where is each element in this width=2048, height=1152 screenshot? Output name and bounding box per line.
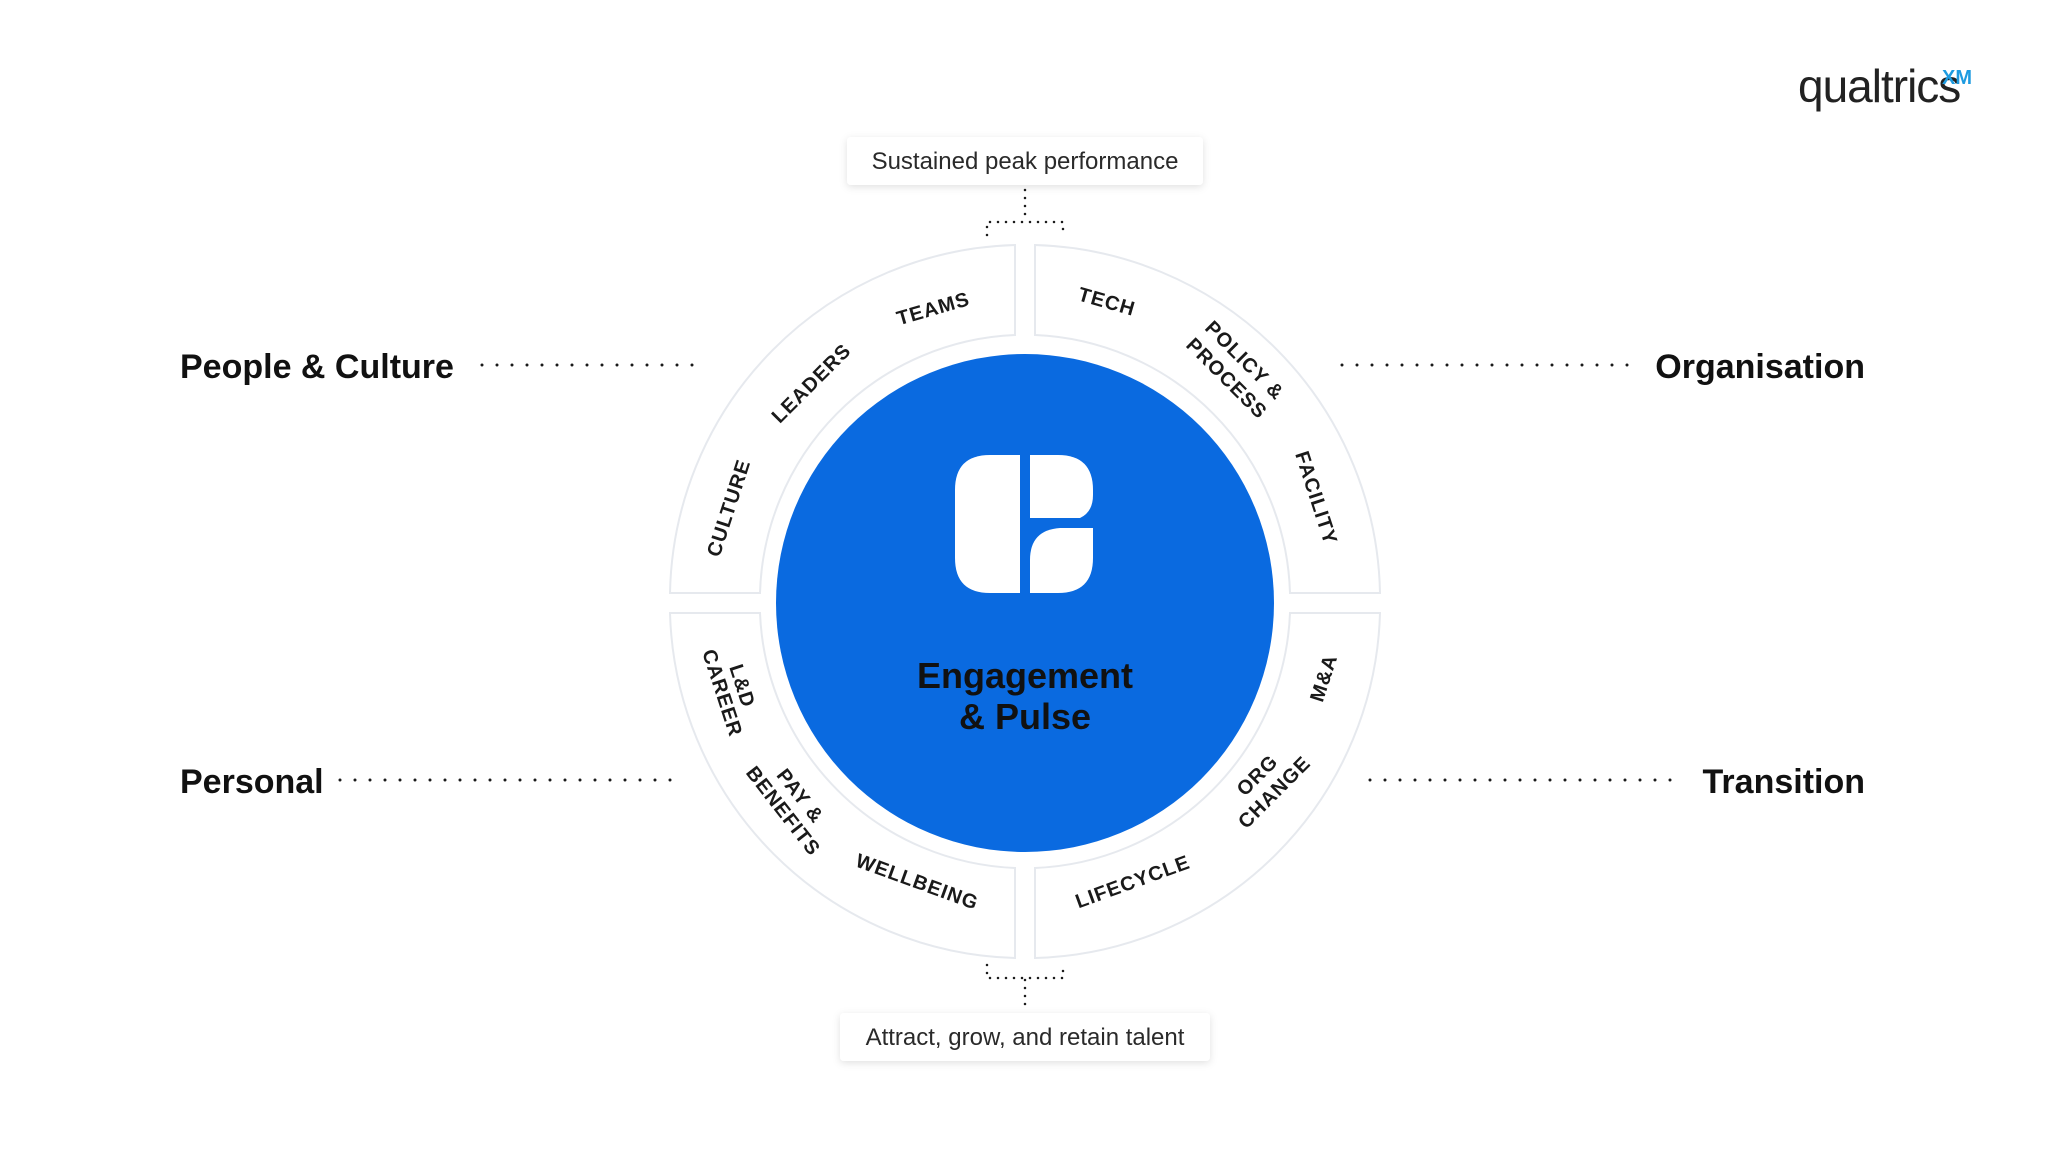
segment-personal <box>668 612 1016 960</box>
bottom-outcome-box: Attract, grow, and retain talent <box>840 1013 1210 1061</box>
logo-wordmark: qualtrics <box>1798 60 1960 112</box>
center-title-line2: & Pulse <box>959 696 1091 737</box>
logo-xm-suffix: XM <box>1942 67 1972 89</box>
dimension-organisation: Organisation <box>1655 348 1865 386</box>
top-outcome-text: Sustained peak performance <box>872 148 1179 175</box>
qualtrics-brand-icon <box>955 455 1093 593</box>
engagement-center-circle <box>776 354 1274 852</box>
segment-transition <box>1034 612 1382 960</box>
dimension-personal: Personal <box>180 763 324 801</box>
segment-people-culture <box>668 243 1016 594</box>
bottom-bracket-connector <box>985 963 1065 1012</box>
ring <box>668 243 1382 960</box>
dimension-transition: Transition <box>1703 763 1865 801</box>
top-bracket-connector <box>985 188 1065 237</box>
top-outcome-box: Sustained peak performance <box>847 137 1203 185</box>
bottom-outcome-text: Attract, grow, and retain talent <box>866 1024 1185 1051</box>
qualtrics-logo: qualtrics XM <box>1798 60 1972 112</box>
center-title-line1: Engagement <box>917 655 1133 696</box>
dimension-people-culture: People & Culture <box>180 348 454 386</box>
segment-organisation <box>1034 243 1382 594</box>
